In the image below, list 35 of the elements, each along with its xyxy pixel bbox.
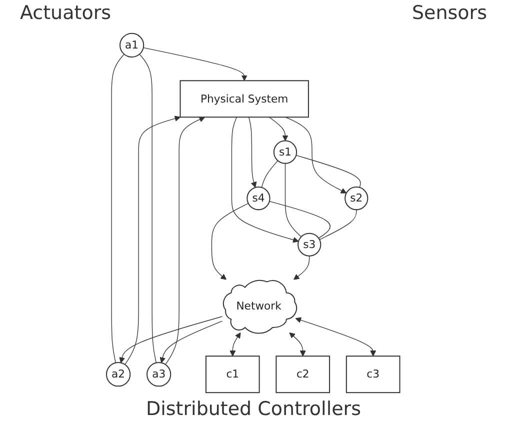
arrow	[294, 256, 310, 280]
arrow	[143, 47, 248, 81]
node-box: Physical System	[180, 80, 310, 118]
connector	[320, 209, 358, 240]
connector	[285, 163, 302, 238]
node-box: c3	[346, 356, 401, 394]
arrow	[120, 316, 223, 364]
group-heading: Sensors	[412, 2, 487, 26]
arrow	[124, 116, 181, 365]
node-box: c2	[276, 356, 330, 394]
arrow	[165, 116, 206, 365]
connector	[269, 201, 331, 239]
node-box: c1	[206, 356, 260, 394]
arrow	[232, 116, 300, 243]
node-circle: s4	[247, 186, 271, 210]
arrow	[269, 116, 289, 142]
arrow	[290, 332, 306, 356]
arrow	[285, 116, 347, 194]
group-heading: Actuators	[20, 2, 112, 26]
group-heading: Distributed Controllers	[146, 398, 362, 420]
arrow	[296, 317, 376, 356]
connector	[262, 160, 279, 188]
node-circle: s3	[298, 232, 322, 256]
connector	[140, 54, 157, 364]
connector	[296, 154, 362, 188]
connector	[112, 54, 125, 364]
node-circle: a3	[146, 362, 172, 387]
arrow	[230, 332, 242, 356]
node-circle: s1	[274, 140, 298, 164]
arrow	[212, 203, 250, 280]
node-circle: s2	[344, 186, 369, 210]
arrow	[248, 116, 258, 188]
node-circle: a2	[106, 362, 131, 387]
node-circle: a1	[120, 32, 144, 58]
arrow	[160, 320, 223, 364]
